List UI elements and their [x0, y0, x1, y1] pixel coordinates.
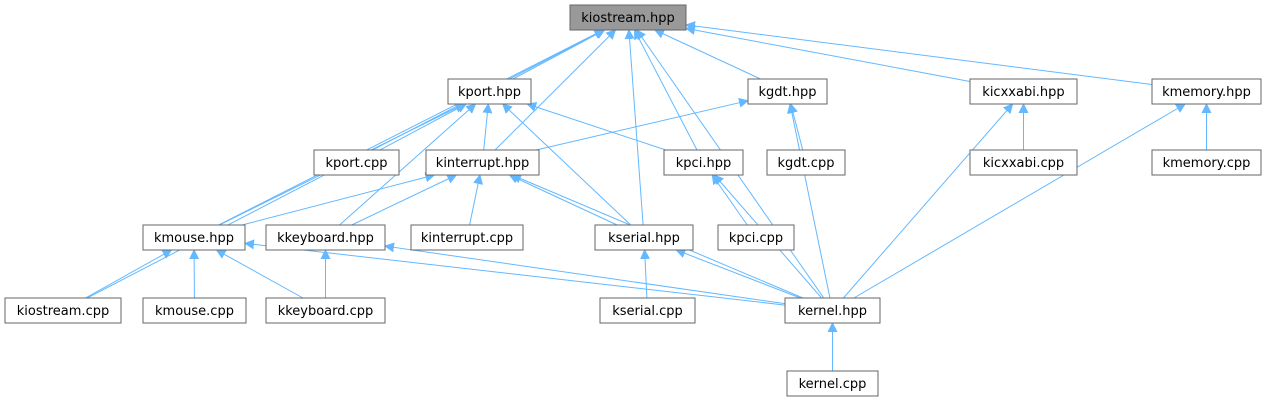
node-label: kmouse.hpp	[154, 231, 234, 246]
node-kinterrupt-hpp[interactable]: kinterrupt.hpp	[425, 149, 540, 176]
node-label: kmemory.cpp	[1163, 156, 1251, 171]
edge-kserial-hpp-to-kiostream-hpp	[624, 29, 644, 226]
node-label: kmemory.hpp	[1162, 85, 1251, 100]
edge-kernel-hpp-to-kmemory-hpp	[853, 103, 1187, 299]
edge-kport-cpp-to-kport-hpp	[379, 103, 467, 151]
edge-kkeyboard-hpp-to-kinterrupt-hpp	[351, 174, 458, 226]
node-label: kkeyboard.hpp	[277, 231, 374, 246]
edge-kicxxabi-hpp-to-kiostream-hpp	[685, 25, 971, 82]
edge-kkeyboard-cpp-to-kmouse-hpp	[215, 249, 304, 299]
node-label: kport.cpp	[326, 156, 388, 171]
node-kgdt-cpp[interactable]: kgdt.cpp	[766, 149, 846, 176]
node-kmemory-hpp[interactable]: kmemory.hpp	[1151, 78, 1262, 105]
edge-kernel-hpp-to-kicxxabi-hpp	[843, 103, 1014, 299]
edge-kkeyboard-hpp-to-kport-hpp	[339, 103, 477, 226]
node-label: kgdt.hpp	[758, 85, 816, 100]
node-kernel-hpp[interactable]: kernel.hpp	[784, 297, 881, 324]
edge-kpci-hpp-to-kport-hpp	[526, 102, 666, 151]
node-label: kinterrupt.hpp	[436, 156, 529, 171]
nodes: kiostream.hpp kport.hpp kgdt.hpp kicxxab…	[4, 4, 1262, 397]
edge-kiostream-cpp-to-kmouse-hpp	[85, 249, 173, 299]
node-label: kicxxabi.hpp	[982, 85, 1064, 100]
node-kkeyboard-cpp[interactable]: kkeyboard.cpp	[265, 297, 386, 324]
node-kinterrupt-cpp[interactable]: kinterrupt.cpp	[410, 224, 524, 251]
edge-kserial-cpp-to-kserial-hpp	[640, 249, 651, 299]
node-kport-cpp[interactable]: kport.cpp	[313, 149, 400, 176]
edge-kernel-hpp-to-kgdt-hpp	[786, 103, 831, 299]
node-label: kgdt.cpp	[778, 156, 835, 171]
node-kserial-hpp[interactable]: kserial.hpp	[594, 224, 694, 251]
edge-kpci-cpp-to-kpci-hpp	[711, 174, 748, 226]
edge-kinterrupt-hpp-to-kiostream-hpp	[494, 29, 617, 151]
node-label: kicxxabi.cpp	[983, 156, 1064, 171]
node-kiostream-cpp[interactable]: kiostream.cpp	[4, 297, 122, 324]
node-label: kkeyboard.cpp	[278, 304, 374, 319]
edge-kpci-hpp-to-kiostream-hpp	[634, 29, 698, 151]
edge-kmemory-hpp-to-kiostream-hpp	[685, 21, 1153, 86]
edge-kinterrupt-hpp-to-kgdt-hpp	[536, 97, 749, 151]
node-label: kport.hpp	[458, 85, 521, 100]
edge-kgdt-hpp-to-kiostream-hpp	[654, 29, 761, 80]
node-label: kmouse.cpp	[155, 304, 234, 319]
edge-kserial-hpp-to-kport-hpp	[502, 103, 632, 226]
node-kicxxabi-cpp[interactable]: kicxxabi.cpp	[969, 149, 1078, 176]
edge-kernel-hpp-to-kkeyboard-hpp	[384, 242, 786, 305]
node-label: kpci.hpp	[676, 156, 731, 171]
edge-kmouse-hpp-to-kiostream-hpp	[218, 29, 605, 226]
node-kernel-cpp[interactable]: kernel.cpp	[786, 370, 879, 397]
edge-kernel-hpp-to-kserial-hpp	[675, 248, 801, 299]
node-label: kiostream.hpp	[581, 11, 675, 26]
node-kserial-cpp[interactable]: kserial.cpp	[599, 297, 696, 324]
node-kmouse-cpp[interactable]: kmouse.cpp	[142, 297, 247, 324]
node-label: kiostream.cpp	[17, 304, 109, 319]
node-label: kpci.cpp	[729, 231, 783, 246]
node-label: kernel.hpp	[798, 304, 867, 319]
node-label: kernel.cpp	[799, 377, 867, 392]
edge-kmouse-hpp-to-kinterrupt-hpp	[241, 172, 436, 226]
node-kicxxabi-hpp[interactable]: kicxxabi.hpp	[969, 78, 1078, 105]
node-label: kserial.hpp	[608, 231, 680, 246]
node-kkeyboard-hpp[interactable]: kkeyboard.hpp	[265, 224, 386, 251]
node-kpci-cpp[interactable]: kpci.cpp	[717, 224, 795, 251]
edge-kinterrupt-cpp-to-kinterrupt-hpp	[469, 174, 483, 226]
edge-kserial-hpp-to-kinterrupt-hpp	[508, 174, 618, 226]
node-kpci-hpp[interactable]: kpci.hpp	[663, 149, 744, 176]
edge-kgdt-cpp-to-kgdt-hpp	[788, 103, 804, 151]
node-kport-hpp[interactable]: kport.hpp	[447, 78, 532, 105]
node-kiostream-hpp[interactable]: kiostream.hpp	[569, 4, 687, 31]
node-label: kinterrupt.cpp	[421, 231, 513, 246]
node-kmemory-cpp[interactable]: kmemory.cpp	[1151, 149, 1262, 176]
edge-kport-hpp-to-kiostream-hpp	[512, 29, 606, 80]
node-kgdt-hpp[interactable]: kgdt.hpp	[747, 78, 828, 105]
edge-kernel-hpp-to-kmouse-hpp	[244, 239, 786, 306]
node-kmouse-hpp[interactable]: kmouse.hpp	[142, 224, 246, 251]
node-label: kserial.cpp	[612, 304, 683, 319]
edge-kinterrupt-hpp-to-kport-hpp	[482, 103, 493, 151]
